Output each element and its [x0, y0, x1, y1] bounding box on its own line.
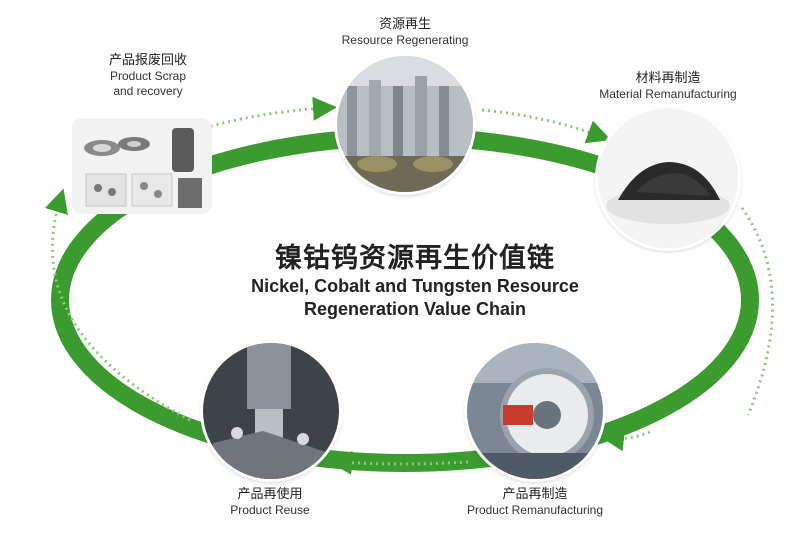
node-label-remanufacturing: 产品再制造 Product Remanufacturing — [440, 486, 630, 518]
remanufacturing-photo — [467, 343, 603, 479]
title-en-line2: Regeneration Value Chain — [303, 299, 527, 319]
scrap-label-en-1: Product Scrap — [109, 69, 187, 83]
material-label-en: Material Remanufacturing — [599, 87, 737, 101]
node-label-reuse: 产品再使用 Product Reuse — [190, 486, 350, 518]
scrap-label-cn: 产品报废回收 — [108, 53, 187, 68]
regenerating-photo — [337, 56, 473, 192]
diagram-title-cn: 镍钴钨资源再生价值链 — [275, 243, 555, 274]
reuse-photo — [203, 343, 339, 479]
dotted-arrow-bottom — [328, 450, 469, 475]
reuse-label-cn: 产品再使用 — [237, 487, 303, 502]
dotted-arrow-top-left — [204, 96, 337, 130]
scrap-label-en-2: and recovery — [113, 84, 183, 98]
material-photo — [598, 108, 738, 248]
scrap-photo — [72, 118, 212, 214]
dotted-arrow-top-right — [481, 108, 612, 144]
node-label-regenerating: 资源再生 Resource Regenerating — [320, 16, 490, 48]
title-en-line1: Nickel, Cobalt and Tungsten Resource — [251, 276, 579, 296]
regenerating-label-en: Resource Regenerating — [341, 33, 469, 47]
node-label-scrap: 产品报废回收 Product Scrap and recovery — [78, 52, 218, 99]
dotted-arrow-right — [740, 207, 774, 416]
remanufacturing-label-en: Product Remanufacturing — [466, 503, 604, 517]
remanufacturing-label-cn: 产品再制造 — [502, 487, 568, 502]
dotted-arrow-left — [45, 188, 191, 422]
diagram-title-en: Nickel, Cobalt and Tungsten Resource Reg… — [195, 275, 635, 321]
reuse-label-en: Product Reuse — [230, 503, 310, 517]
regenerating-label-cn: 资源再生 — [378, 17, 431, 32]
node-label-material: 材料再制造 Material Remanufacturing — [578, 70, 758, 102]
material-label-cn: 材料再制造 — [635, 71, 701, 86]
